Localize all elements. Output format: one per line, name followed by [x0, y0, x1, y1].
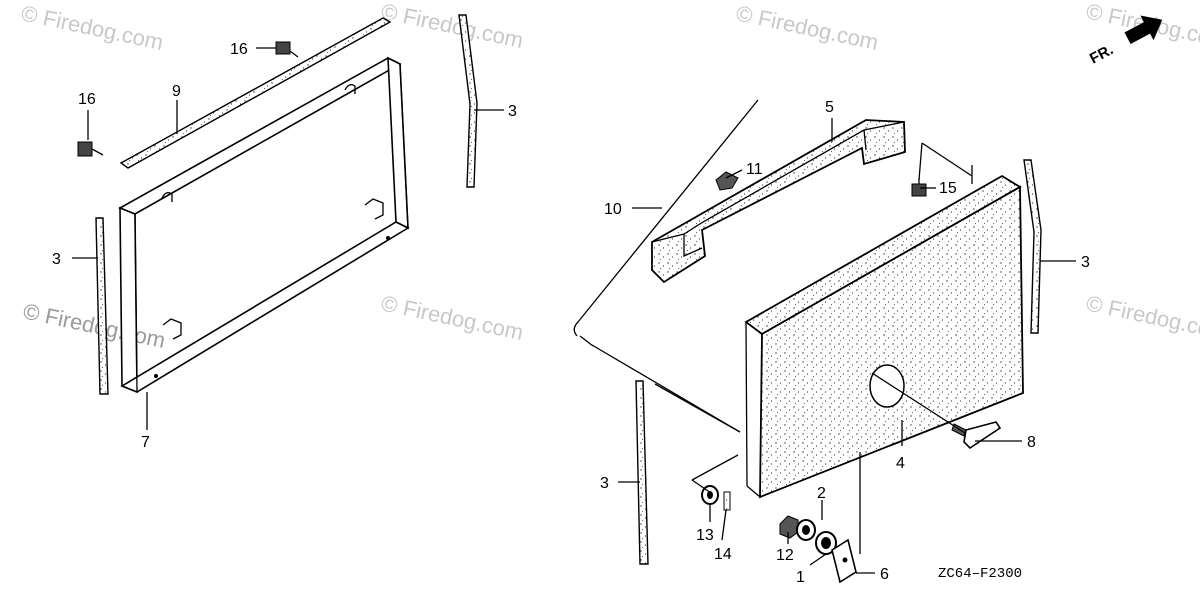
callout-2: 2 — [817, 485, 826, 502]
callout-14: 14 — [714, 546, 732, 563]
callout-5: 5 — [825, 99, 834, 116]
panel-opening — [869, 364, 905, 408]
callout-3: 3 — [1081, 254, 1090, 271]
frame-part-7 — [118, 56, 410, 394]
watermark: © Firedog.com — [19, 0, 166, 55]
watermark: © Firedog.com — [379, 290, 526, 345]
panel-part-4 — [744, 174, 1024, 499]
callout-11: 11 — [746, 161, 763, 178]
washer-part-1 — [815, 531, 837, 555]
bolt-part-16 — [77, 141, 104, 157]
watermark: © Firedog.com — [734, 0, 881, 55]
seal-strip-part-3 — [458, 14, 478, 188]
pin-part-14 — [723, 491, 731, 511]
knob-part-8 — [951, 421, 1002, 450]
watermark: © Firedog.com — [21, 298, 168, 353]
callout-6: 6 — [880, 566, 889, 583]
nut-part-12 — [779, 515, 799, 539]
washer-part-13 — [701, 485, 719, 505]
seal-strip-part-3 — [1023, 159, 1042, 334]
callout-1: 1 — [796, 569, 805, 586]
callout-16: 16 — [230, 41, 248, 58]
arrow-icon — [1124, 15, 1163, 44]
callouts: 16 16 9 3 3 7 5 11 15 10 3 3 8 4 2 13 14… — [52, 41, 1090, 586]
callout-7: 7 — [141, 434, 150, 451]
washer-part-2 — [796, 519, 816, 541]
callout-13: 13 — [696, 527, 714, 544]
callout-12: 12 — [776, 547, 794, 564]
seal-strip-part-3 — [95, 217, 109, 395]
watermark: © Firedog.com — [1084, 290, 1200, 345]
callout-3: 3 — [52, 251, 61, 268]
callout-3: 3 — [508, 103, 517, 120]
bolt-part-15 — [911, 178, 927, 197]
callout-16: 16 — [78, 91, 96, 108]
callout-4: 4 — [896, 455, 905, 472]
callout-9: 9 — [172, 83, 181, 100]
direction-label: FR. — [1087, 41, 1116, 67]
rod-part-10 — [573, 99, 759, 337]
callout-10: 10 — [604, 201, 622, 218]
callout-8: 8 — [1027, 434, 1036, 451]
seal-strip-part-3 — [635, 380, 649, 565]
diagram-code: ZC64–F2300 — [938, 566, 1022, 582]
callout-15: 15 — [939, 180, 957, 197]
latch-plate-part-6 — [831, 538, 857, 584]
clip-part-11 — [715, 171, 739, 191]
callout-3: 3 — [600, 475, 609, 492]
watermark: © Firedog.com — [379, 0, 526, 53]
bolt-part-16 — [275, 41, 299, 58]
seal-strip-part-9 — [119, 17, 392, 169]
leader-lines — [72, 47, 1076, 574]
foam-block-part-5 — [651, 119, 906, 284]
